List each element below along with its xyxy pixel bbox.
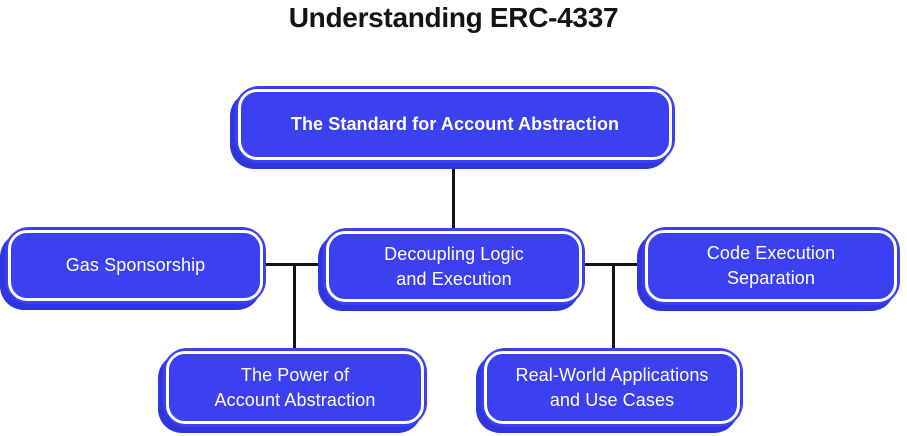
page-title: Understanding ERC-4337 xyxy=(288,2,619,33)
node-power-of-account-abstraction: The Power of Account Abstraction xyxy=(163,348,427,427)
node-code-label: Code Execution Separation xyxy=(706,243,836,288)
node-real-world-applications: Real-World Applications and Use Cases xyxy=(481,348,743,427)
node-gas-sponsorship: Gas Sponsorship xyxy=(5,227,266,304)
connector-root-to-decoupling xyxy=(452,160,455,230)
node-decoupling-logic-and-execution: Decoupling Logic and Execution xyxy=(323,228,585,305)
node-decoupling-label: Decoupling Logic and Execution xyxy=(384,243,524,289)
connector-drop-to-realworld xyxy=(612,263,615,351)
node-realworld-label: Real-World Applications and Use Cases xyxy=(515,364,709,410)
node-code-execution-separation: Code Execution Separation xyxy=(642,227,900,305)
node-gas-label: Gas Sponsorship xyxy=(65,255,206,276)
node-standard-for-account-abstraction: The Standard for Account Abstraction xyxy=(235,86,675,163)
connector-drop-to-power xyxy=(293,263,296,351)
node-standard-label: The Standard for Account Abstraction xyxy=(290,114,620,135)
connector-gas-to-decoupling xyxy=(258,263,326,266)
node-power-label: The Power of Account Abstraction xyxy=(214,364,376,410)
